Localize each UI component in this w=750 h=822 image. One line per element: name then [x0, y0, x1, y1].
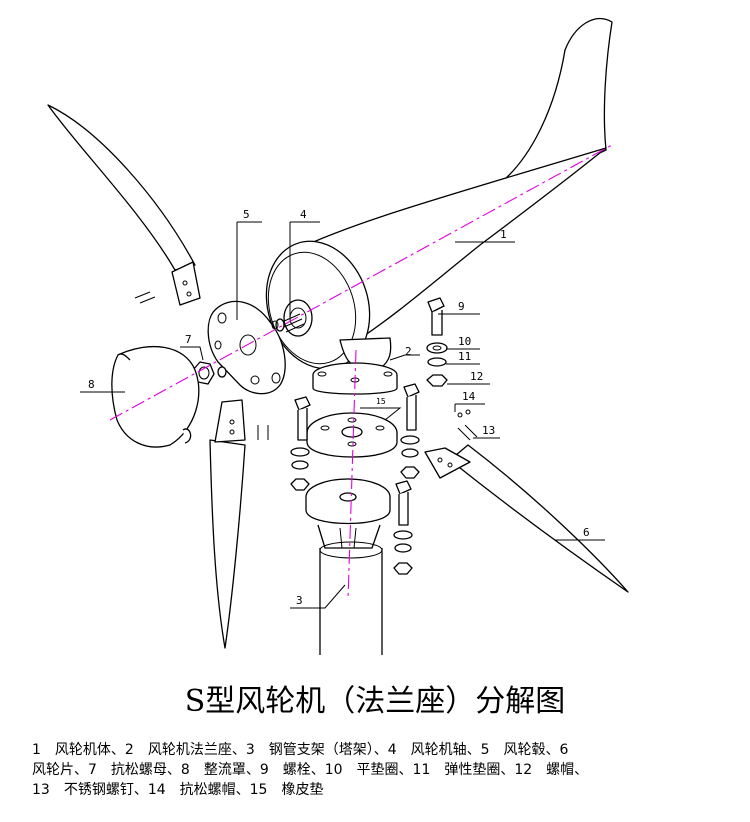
rotor-hub: [207, 300, 286, 395]
shaft-hub-ring: [283, 299, 313, 337]
bolt-set-right-top: [426, 297, 448, 387]
tail-fin: [497, 17, 613, 186]
rotor-shaft: [275, 313, 305, 333]
callout-7: 7: [185, 333, 192, 346]
legend-line-2: 风轮片、7 抗松螺母、8 整流罩、9 螺栓、10 平垫圈、11 弹性垫圈、12 …: [32, 762, 589, 778]
rotor-axis-line: [109, 144, 613, 421]
callout-8: 8: [88, 378, 95, 391]
parts-legend: 1 风轮机体、2 风轮机法兰座、3 钢管支架（塔架）、4 风轮机轴、5 风轮毂、…: [32, 740, 732, 800]
callout-10: 10: [458, 335, 471, 348]
legend-line-1: 1 风轮机体、2 风轮机法兰座、3 钢管支架（塔架）、4 风轮机轴、5 风轮毂、…: [32, 742, 569, 758]
stainless-screws: [134, 291, 478, 441]
diagram-title: S型风轮机（法兰座）分解图: [184, 684, 566, 719]
bolt-set-right-mid: [400, 383, 420, 479]
callout-numbers: 1 2 3 4 5 6 7 8 9 10 11 12 13 14 15: [88, 208, 590, 607]
callout-14: 14: [462, 390, 476, 403]
legend-line-3: 13 不锈钢螺钉、14 抗松螺帽、15 橡皮垫: [32, 782, 324, 798]
callout-1: 1: [500, 228, 507, 241]
callout-3: 3: [296, 594, 303, 607]
bolt-set-right-low: [393, 480, 413, 575]
callout-15: 15: [376, 397, 386, 406]
bolt-set-left: [290, 396, 311, 491]
tower-pipe: [305, 478, 391, 655]
rubber-gasket: [306, 412, 398, 458]
rotor-blade-right: [424, 444, 629, 593]
callout-11: 11: [458, 350, 471, 363]
callout-13: 13: [482, 424, 495, 437]
leader-lines: [80, 221, 605, 609]
callout-6: 6: [583, 526, 590, 539]
callout-9: 9: [458, 300, 465, 313]
rotor-blade-lower: [209, 399, 246, 649]
tower-axis-line: [347, 349, 357, 601]
nacelle-body: [265, 147, 607, 370]
rotor-blade-upper: [47, 104, 201, 306]
spinner-cover: [111, 345, 200, 448]
callout-2: 2: [405, 345, 412, 358]
exploded-view-drawing: 1 2 3 4 5 6 7 8 9 10 11 12 13 14 15: [47, 17, 629, 655]
callout-5: 5: [243, 208, 250, 221]
callout-12: 12: [470, 370, 483, 383]
callout-4: 4: [300, 208, 307, 221]
